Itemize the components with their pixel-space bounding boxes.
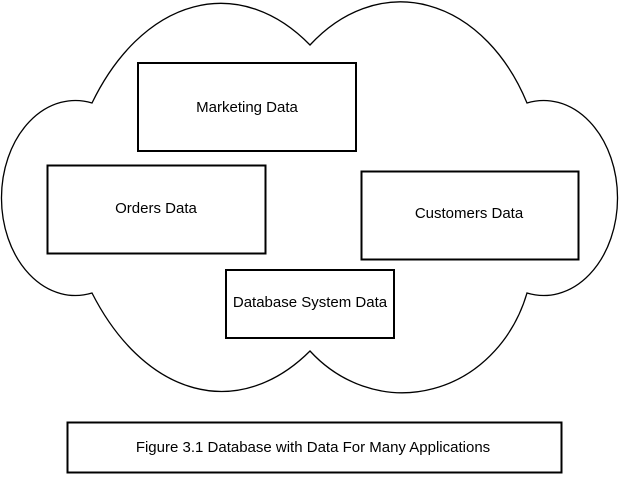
svg-text:Marketing Data: Marketing Data bbox=[196, 99, 298, 116]
svg-text:Orders Data: Orders Data bbox=[115, 200, 197, 217]
svg-text:Figure 3.1 Database with Data: Figure 3.1 Database with Data For Many A… bbox=[136, 439, 490, 456]
svg-text:Customers Data: Customers Data bbox=[415, 205, 524, 222]
svg-text:Database System Data: Database System Data bbox=[233, 294, 388, 311]
